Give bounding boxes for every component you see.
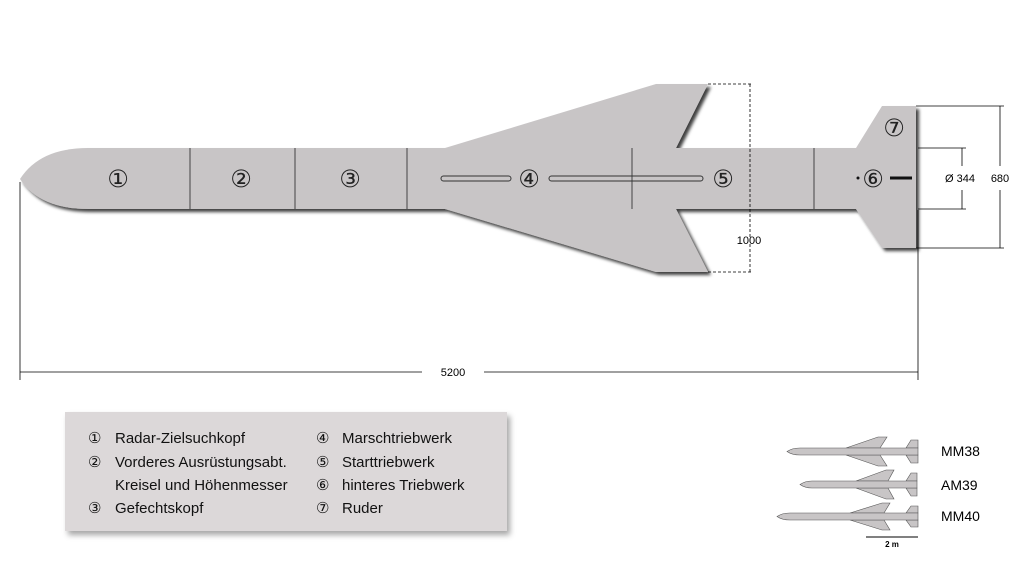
span-dimension: 1000 [737,235,761,247]
variant-mm40-silhouette [776,502,919,531]
scale-label: 2 m [885,540,899,549]
legend-left-1-num: ① [88,430,101,447]
legend-right-2-num: ⑤ [316,454,329,471]
missile [20,84,916,272]
engine-duct [440,175,704,182]
legend-right-3-num: ⑥ [316,477,329,494]
variant-comparison: MM38 AM39 MM40 2 m [776,436,980,549]
legend-left-2-label: Vorderes Ausrüstungsabt. [115,454,287,471]
lower-wing [445,209,708,272]
section-number-3: ③ [339,165,361,193]
section-number-4: ④ [518,165,540,193]
upper-wing [445,84,708,148]
tail-span-dimension: 680 [991,173,1009,185]
section-number-7: ⑦ [883,114,905,142]
length-dimension: 5200 [441,367,465,379]
upper-tail-fin [856,106,916,148]
legend-left-4-label: Gefechtskopf [115,500,204,517]
section-number-6: ⑥ [862,165,884,193]
legend: ① Radar-Zielsuchkopf ② Vorderes Ausrüstu… [65,412,507,531]
legend-left-4-num: ③ [88,500,101,517]
legend-right-4-label: Ruder [342,500,383,517]
lower-tail-fin [856,209,916,248]
section-number-5: ⑤ [712,165,734,193]
variant-am39-label: AM39 [941,477,978,493]
diameter-dimension: Ø 344 [945,173,975,185]
fuselage [20,148,916,209]
section-dividers [189,148,815,209]
variant-mm40-label: MM40 [941,508,980,524]
legend-left-1-label: Radar-Zielsuchkopf [115,430,246,447]
legend-right-2-label: Starttriebwerk [342,454,435,471]
legend-right-4-num: ⑦ [316,500,329,517]
legend-box [65,412,507,531]
section-number-2: ② [230,165,252,193]
variant-mm38-silhouette [786,436,919,467]
legend-right-1-label: Marschtriebwerk [342,430,453,447]
dimension-lines [19,83,1004,380]
variant-mm38-label: MM38 [941,443,980,459]
legend-right-3-label: hinteres Triebwerk [342,477,465,494]
section-number-1: ① [107,165,129,193]
variant-am39-silhouette [799,469,918,500]
nozzle-dot [856,176,860,180]
legend-right-1-num: ④ [316,430,329,447]
legend-left-3-label: Kreisel und Höhenmesser [115,477,288,494]
legend-left-2-num: ② [88,454,101,471]
